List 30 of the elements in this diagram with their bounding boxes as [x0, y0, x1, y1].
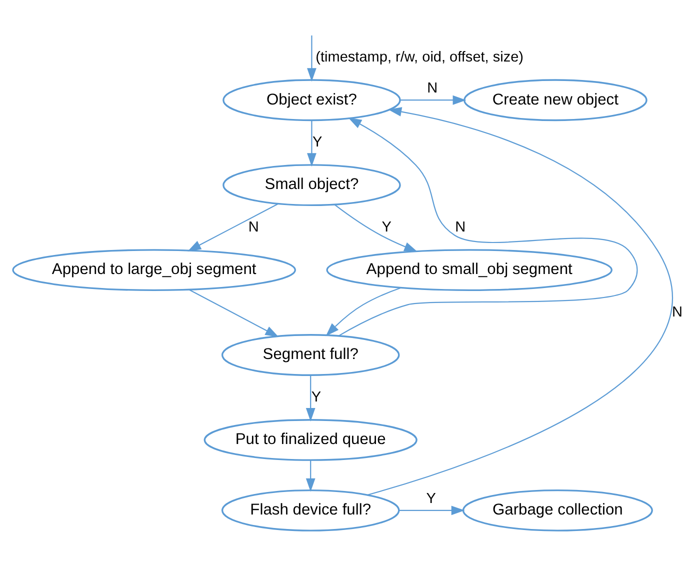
edge-label: N [455, 219, 466, 236]
node-ellipse: Small object? [222, 164, 401, 206]
node-ellipse: Garbage collection [462, 489, 653, 532]
node-ellipse: Append to small_obj segment [326, 249, 612, 291]
arrow [188, 289, 279, 338]
node-ellipse: Create new object [464, 79, 648, 122]
edge-label: Y [311, 389, 322, 406]
edge-label: N [427, 80, 438, 97]
arrow [307, 120, 316, 167]
arrow [306, 460, 316, 492]
node-ellipse: Append to large_obj segment [12, 249, 296, 291]
edge-label: Y [426, 491, 436, 508]
arrow [334, 204, 418, 252]
edge-label: Y [382, 219, 392, 236]
edge-label: N [248, 219, 259, 236]
arrow [400, 95, 466, 105]
arrow [338, 118, 638, 336]
edge-label: Y [312, 134, 322, 150]
node-ellipse: Object exist? [222, 79, 401, 122]
node-ellipse: Put to finalized queue [204, 419, 418, 461]
edge-label: N [672, 304, 683, 320]
arrow [188, 203, 279, 252]
node-ellipse: Flash device full? [221, 489, 400, 532]
arrow [399, 506, 465, 516]
arrow [307, 35, 316, 82]
node-ellipse: Segment full? [221, 334, 400, 376]
arrow [368, 107, 672, 496]
edge-label: (timestamp, r/w, oid, offset, size) [316, 49, 524, 66]
arrow [326, 287, 402, 336]
arrow [306, 375, 316, 422]
